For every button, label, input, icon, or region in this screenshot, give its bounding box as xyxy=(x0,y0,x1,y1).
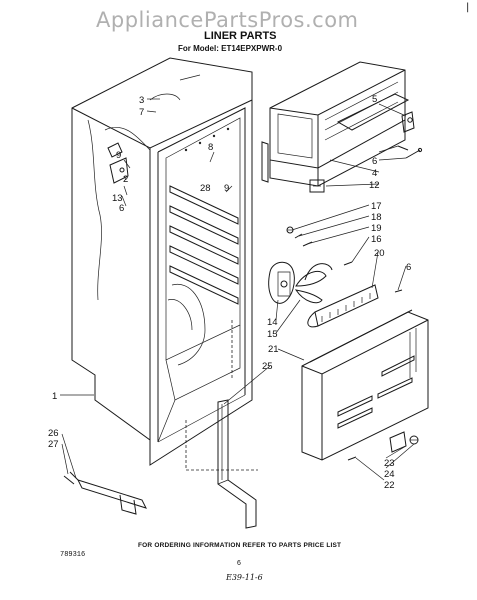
callout-6-right: 6 xyxy=(406,262,411,273)
callout-26: 26 xyxy=(48,428,59,439)
callout-24: 24 xyxy=(384,469,395,480)
upper-panel xyxy=(261,61,423,193)
callout-23: 23 xyxy=(384,458,395,469)
rear-panel xyxy=(301,309,429,461)
callout-25: 25 xyxy=(262,361,273,372)
handwritten-mark: E39-11-6 xyxy=(226,573,263,582)
callout-17: 17 xyxy=(371,201,382,212)
callout-5: 5 xyxy=(372,94,377,105)
callout-20: 20 xyxy=(374,248,385,259)
callout-9-inner: 9 xyxy=(224,183,229,194)
model-line: For Model: ET14EPXPWR-0 xyxy=(178,44,283,53)
callout-1: 1 xyxy=(52,391,57,402)
callout-12: 12 xyxy=(369,180,380,191)
callout-9: 9 xyxy=(116,150,121,161)
callout-13: 13 xyxy=(112,193,123,204)
callout-2: 2 xyxy=(123,174,128,185)
page-number: 6 xyxy=(237,560,241,567)
callout-18: 18 xyxy=(371,212,382,223)
ordering-note: FOR ORDERING INFORMATION REFER TO PARTS … xyxy=(138,542,342,549)
callout-7: 7 xyxy=(139,107,144,118)
callout-6-left: 6 xyxy=(119,203,124,214)
callout-3: 3 xyxy=(139,95,144,106)
bottom-hinge xyxy=(63,471,147,515)
callout-labels: 3 7 9 2 13 6 8 28 9 1 5 6 4 12 17 18 19 … xyxy=(48,94,411,491)
callout-15: 15 xyxy=(267,329,278,340)
fan-motor-assembly xyxy=(268,226,403,328)
watermark: AppliancePartsPros.com xyxy=(96,8,359,32)
callout-6-upper: 6 xyxy=(372,156,377,167)
air-duct xyxy=(217,399,257,529)
callout-21: 21 xyxy=(268,344,279,355)
document-number: 789316 xyxy=(60,551,86,559)
callout-4: 4 xyxy=(372,168,377,179)
callout-27: 27 xyxy=(48,439,59,450)
corner-mark: | xyxy=(466,2,470,13)
callout-19: 19 xyxy=(371,223,382,234)
callout-8: 8 xyxy=(208,142,213,153)
callout-28: 28 xyxy=(200,183,211,194)
leader-lines xyxy=(60,98,415,481)
callout-16: 16 xyxy=(371,234,382,245)
liner-cabinet xyxy=(71,57,258,471)
callout-22: 22 xyxy=(384,480,395,491)
callout-14: 14 xyxy=(267,317,278,328)
diagram-title: LINER PARTS xyxy=(204,30,277,42)
